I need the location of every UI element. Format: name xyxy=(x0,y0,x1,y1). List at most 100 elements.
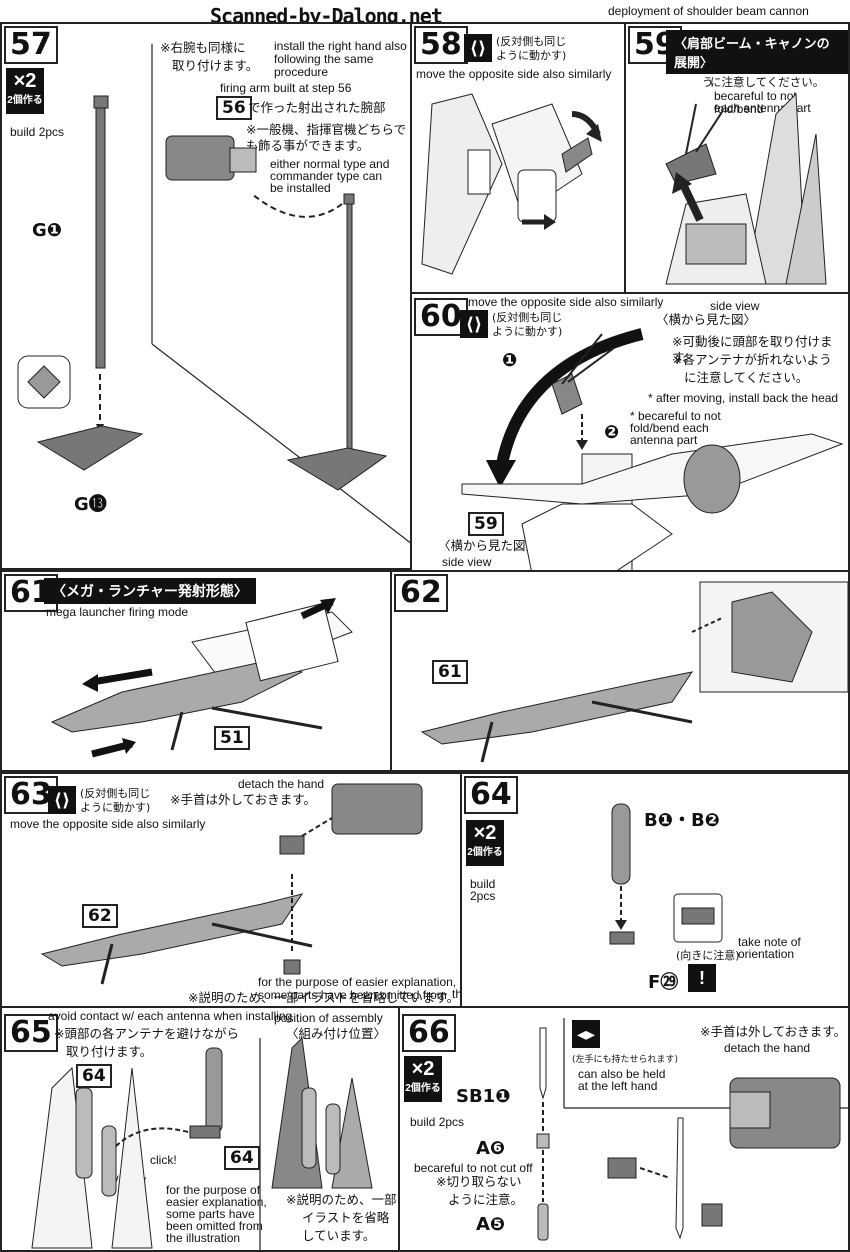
part-b-illustration xyxy=(609,803,723,945)
jp-note: ように動かす) xyxy=(492,325,563,338)
jp-note: 飾る事ができます。 xyxy=(258,138,370,153)
jp-note: (左手にも持たせられます) xyxy=(572,1055,679,1065)
build-note: build 2pcs xyxy=(410,1115,465,1129)
build-note: build xyxy=(470,877,496,891)
step-59-panel: 59 〈肩部ビーム・キャノンの展開〉 ※各アンテナが折れないよう に注意してくだ… xyxy=(624,22,850,294)
page-subtitle: deployment of shoulder beam cannon xyxy=(608,4,809,18)
en-note: * after moving, install back the head xyxy=(648,391,839,405)
jp-note: 〈横から見た図〉 xyxy=(438,538,539,553)
part-label-f: F㉙ xyxy=(648,972,679,993)
jp-note: 取り付けます。 xyxy=(172,58,259,73)
part-label-g13: G⓭ xyxy=(74,494,107,515)
step-61-panel: 61 〈メガ・ランチャー発射形態〉 mega launcher firing m… xyxy=(0,570,392,772)
jp-note: (反対側も同じ xyxy=(80,787,151,800)
en-note: following the same procedure xyxy=(274,52,374,79)
en-note: detach the hand xyxy=(724,1041,811,1055)
part-label-g1: G❶ xyxy=(32,220,63,241)
mirror-icon: ⟨⟩ xyxy=(464,34,492,62)
stand-illustration xyxy=(17,44,410,544)
x2-label: ×2 xyxy=(13,70,37,92)
shoulder-illustration xyxy=(421,93,602,275)
step-60-panel: 60 move the opposite side also similarly… xyxy=(410,292,850,572)
en-note: avoid contact w/ each antenna when insta… xyxy=(48,1009,293,1023)
jp-note: ※右腕も同様に xyxy=(160,40,246,55)
jp-note: に注意してください。 xyxy=(710,75,825,89)
step-number: 66 xyxy=(402,1014,456,1052)
jp-note: で作った射出された腕部 xyxy=(248,100,386,115)
en-note: either normal type and xyxy=(270,157,390,171)
step-number: 58 xyxy=(414,26,468,64)
jp-note: ※説明のため、一部イラストを省略しています。 xyxy=(188,990,460,1005)
en-note: side view xyxy=(710,299,760,313)
en-note: orientation xyxy=(738,947,795,961)
ref-step-51: 51 xyxy=(214,726,250,750)
jp-note: (向きに注意) xyxy=(676,949,740,962)
beam-saber-illustration xyxy=(536,1018,848,1241)
jp-note: 〈組み付け位置〉 xyxy=(286,1026,387,1041)
jp-note: (反対側も同じ xyxy=(492,311,563,324)
jp-note: ように動かす) xyxy=(80,801,151,814)
jp-note: ※説明のため、一部 xyxy=(286,1192,397,1207)
jp-note: に注意してください。 xyxy=(684,370,809,385)
launcher-attach-illustration xyxy=(420,581,848,763)
part-label-sb1: SB1❶ xyxy=(456,1086,511,1107)
mega-launcher-illustration xyxy=(50,598,353,758)
jp-note: ※各アンテナが折れないよう xyxy=(672,352,832,367)
en-note: for the purpose of xyxy=(166,1183,261,1197)
backpack-illustration xyxy=(31,1036,373,1250)
make-two-label: 2個作る xyxy=(405,1083,441,1094)
head-antenna-illustration xyxy=(665,92,827,285)
en-note: easier explanation, xyxy=(166,1195,267,1209)
hand-detach-illustration xyxy=(40,783,423,985)
warning-icon: ! xyxy=(688,964,716,992)
en-note: commander type can xyxy=(270,169,383,183)
x2-label: ×2 xyxy=(411,1058,435,1080)
step-65-panel: 65 avoid contact w/ each antenna when in… xyxy=(0,1006,400,1252)
en-note: be installed xyxy=(270,181,331,195)
mirror-icon: ⟨⟩ xyxy=(460,310,488,338)
jp-note: ※頭部の各アンテナを避けながら xyxy=(54,1026,239,1041)
step-58-panel: 58 ⟨⟩ (反対側も同じ ように動かす) move the opposite … xyxy=(410,22,626,294)
jp-note: ように動かす) xyxy=(496,49,567,62)
step-number: 62 xyxy=(394,574,448,612)
en-note: position of assembly xyxy=(274,1011,383,1025)
en-note: move the opposite side also similarly xyxy=(10,817,206,831)
jp-note: (反対側も同じ xyxy=(496,35,567,48)
en-note: at the left hand xyxy=(578,1079,658,1093)
step-62-panel: 62 61 xyxy=(390,570,850,772)
en-note: the illustration xyxy=(452,987,462,1001)
make-two-label: 2個作る xyxy=(7,95,43,106)
part-label-b: B❶・B❷ xyxy=(644,810,720,831)
en-note: can also be held xyxy=(578,1067,666,1081)
en-note: move the opposite side also similarly xyxy=(416,67,612,81)
jp-note: ※手首は外しておきます。 xyxy=(700,1024,846,1039)
jp-note: しています。 xyxy=(302,1228,376,1243)
jp-note: ※手首は外しておきます。 xyxy=(170,792,316,807)
make-two-label: 2個作る xyxy=(467,847,503,858)
jp-note: ※各アンテナが折れないよう xyxy=(702,59,838,89)
en-note: becareful to not cut off xyxy=(414,1161,533,1175)
ref-step-64-b: 64 xyxy=(224,1146,260,1170)
jp-note: イラストを省略 xyxy=(302,1210,390,1225)
jp-note: 〈横から見た図〉 xyxy=(656,312,757,327)
step-number: 65 xyxy=(4,1014,58,1052)
en-note: side view xyxy=(442,555,492,569)
en-note: move the opposite side also similarly xyxy=(468,295,664,309)
make-two-badge: ×2 2個作る xyxy=(404,1056,442,1102)
step-number: 57 xyxy=(4,26,58,64)
make-two-badge: ×2 2個作る xyxy=(6,68,44,114)
jp-note: 取り付けます。 xyxy=(66,1044,153,1059)
jp-note: ※可動後に頭部を取り付けます。 xyxy=(672,334,833,365)
cannon-illustration xyxy=(461,328,844,570)
jp-note: ように注意。 xyxy=(448,1192,524,1207)
en-note: becareful to not fold/bend xyxy=(714,89,797,116)
en-note: been omitted from xyxy=(166,1219,263,1233)
jp-note: ※切り取らない xyxy=(436,1174,522,1189)
ref-step-62: 62 xyxy=(82,904,118,928)
arrow-step-2: ❷ xyxy=(604,422,620,443)
ref-step-56: 56 xyxy=(216,96,252,120)
mirror-icon: ⟨⟩ xyxy=(48,786,76,814)
step-number: 64 xyxy=(464,776,518,814)
